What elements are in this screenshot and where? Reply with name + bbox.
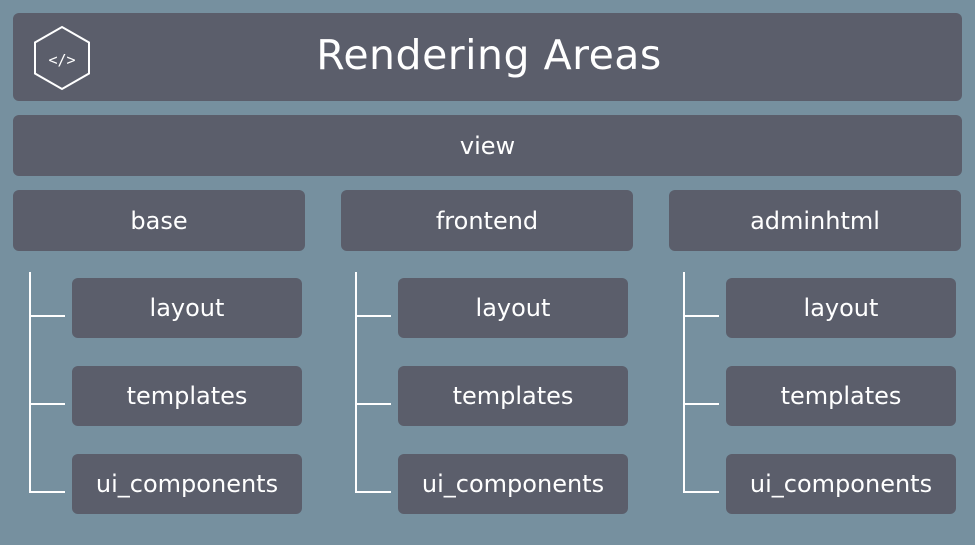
- child-node-label: templates: [452, 382, 574, 410]
- child-node-label: layout: [803, 294, 879, 322]
- child-node-label: layout: [475, 294, 551, 322]
- code-hexagon-icon: </>: [34, 25, 90, 91]
- tree-connector-horizontal: [683, 491, 719, 493]
- tree-connector-horizontal: [355, 315, 391, 317]
- child-node-label: layout: [149, 294, 225, 322]
- tree-connector-vertical: [683, 272, 685, 493]
- child-node-templates: templates: [726, 366, 956, 426]
- title-bar: Rendering Areas: [13, 13, 962, 101]
- area-node-adminhtml: adminhtml: [669, 190, 961, 251]
- area-node-label: base: [130, 206, 188, 235]
- child-node-layout: layout: [398, 278, 628, 338]
- child-node-templates: templates: [72, 366, 302, 426]
- child-node-ui-components: ui_components: [72, 454, 302, 514]
- child-node-layout: layout: [726, 278, 956, 338]
- tree-connector-horizontal: [683, 403, 719, 405]
- area-node-frontend: frontend: [341, 190, 633, 251]
- tree-connector-horizontal: [355, 403, 391, 405]
- area-node-label: adminhtml: [750, 206, 880, 235]
- child-node-label: ui_components: [421, 470, 605, 498]
- child-node-ui-components: ui_components: [726, 454, 956, 514]
- child-node-label: templates: [126, 382, 248, 410]
- child-node-ui-components: ui_components: [398, 454, 628, 514]
- diagram-title: Rendering Areas: [316, 31, 662, 79]
- child-node-label: ui_components: [95, 470, 279, 498]
- tree-connector-horizontal: [29, 315, 65, 317]
- tree-connector-horizontal: [355, 491, 391, 493]
- child-node-label: templates: [780, 382, 902, 410]
- area-node-base: base: [13, 190, 305, 251]
- tree-connector-horizontal: [29, 403, 65, 405]
- root-node-view: view: [13, 115, 962, 176]
- child-node-templates: templates: [398, 366, 628, 426]
- area-node-label: frontend: [435, 206, 539, 235]
- tree-connector-horizontal: [683, 315, 719, 317]
- tree-connector-vertical: [355, 272, 357, 493]
- logo-glyph: </>: [48, 51, 75, 69]
- root-node-label: view: [459, 131, 516, 160]
- tree-connector-horizontal: [29, 491, 65, 493]
- child-node-layout: layout: [72, 278, 302, 338]
- child-node-label: ui_components: [749, 470, 933, 498]
- tree-connector-vertical: [29, 272, 31, 493]
